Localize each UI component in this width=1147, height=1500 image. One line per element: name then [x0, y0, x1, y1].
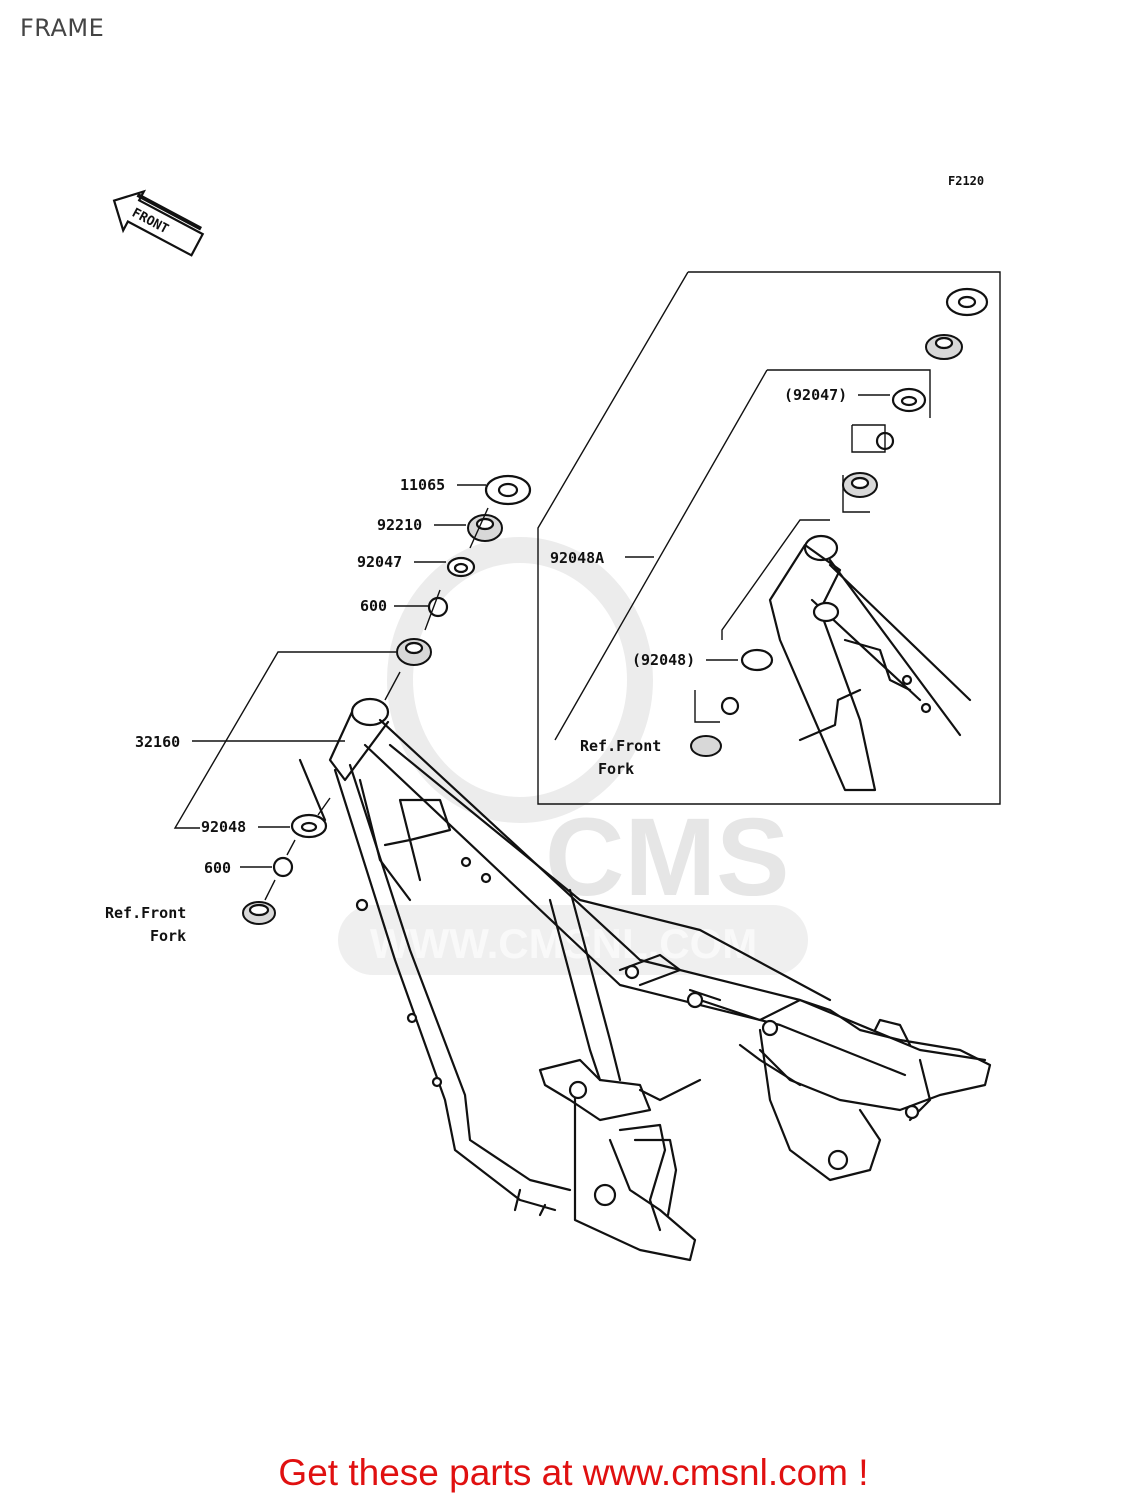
part-600-lower [272, 856, 294, 878]
main-parts [173, 474, 532, 925]
inset-callout-92047: (92047) [784, 386, 847, 404]
callout-92210: 92210 [377, 516, 422, 534]
callout-11065: 11065 [400, 476, 445, 494]
watermark-logo: CMS [545, 796, 789, 919]
callout-600-lower: 600 [204, 859, 231, 877]
inset-callout-92048: (92048) [632, 651, 695, 669]
page-title: FRAME [20, 14, 105, 42]
callout-ref-front-fork-line2: Fork [150, 927, 186, 945]
front-arrow-icon: FRONT [112, 189, 205, 257]
inset-ref-front-fork-line1: Ref.Front [580, 737, 661, 755]
promo-link[interactable]: Get these parts at www.cmsnl.com ! [278, 1452, 869, 1493]
inset-ref-front-fork-line2: Fork [598, 760, 634, 778]
callout-32160: 32160 [135, 733, 180, 751]
inset-detail: 92048A (92047) (92048) Ref.Front Fork [537, 271, 1001, 805]
callout-ref-front-fork-line1: Ref.Front [105, 904, 186, 922]
callout-92047: 92047 [357, 553, 402, 571]
figure-code: F2120 [948, 174, 984, 188]
callout-92048: 92048 [201, 818, 246, 836]
inset-label-92048a: 92048A [550, 549, 604, 567]
frame-drawing [298, 697, 992, 1262]
callout-600-upper: 600 [360, 597, 387, 615]
main-callouts: 11065 92210 92047 600 32160 92048 600 Re… [105, 476, 486, 945]
watermark: CMS WWW.CMSNL.COM [338, 537, 808, 975]
watermark-url: WWW.CMSNL.COM [370, 920, 757, 967]
part-600-upper [427, 596, 449, 618]
